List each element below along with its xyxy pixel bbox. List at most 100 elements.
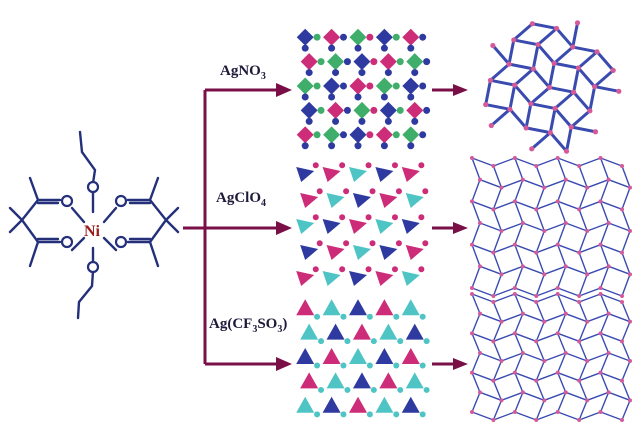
- network-node: [563, 221, 568, 225]
- network-edge: [572, 45, 598, 54]
- network-edge: [544, 352, 566, 362]
- network-edge: [599, 372, 610, 393]
- packing-node: [418, 214, 425, 221]
- network-edge: [621, 165, 631, 188]
- packing-node: [393, 411, 400, 418]
- network-edge: [471, 332, 494, 342]
- packing-block: [379, 245, 398, 260]
- packing-block: [379, 372, 398, 389]
- packing-block: [349, 167, 367, 182]
- network-node: [523, 125, 529, 131]
- network-edge: [565, 126, 573, 152]
- network-node: [563, 351, 568, 355]
- network-edge: [578, 341, 588, 362]
- packing-block: [322, 348, 341, 364]
- network-edge: [549, 85, 574, 94]
- network-edge: [535, 187, 545, 210]
- network-node: [628, 398, 632, 403]
- network-node: [563, 390, 568, 395]
- network-edge: [600, 332, 623, 342]
- packing-node: [418, 162, 425, 169]
- network-node: [585, 398, 590, 403]
- packing-node: [317, 58, 325, 66]
- packing-block: [349, 77, 367, 95]
- network-node: [490, 42, 496, 49]
- network-edge: [536, 244, 558, 254]
- network-edge: [493, 332, 516, 342]
- network-node: [534, 164, 539, 168]
- network-edge: [501, 179, 524, 189]
- network-edge: [578, 321, 588, 342]
- network-edge: [489, 62, 511, 82]
- network-edge: [535, 321, 545, 342]
- packing-node: [354, 44, 362, 52]
- packing-node: [369, 188, 376, 195]
- packing-block: [375, 126, 393, 144]
- packing-block: [375, 167, 394, 182]
- network-edge: [578, 252, 588, 275]
- packing-block: [326, 323, 345, 340]
- network-edge: [553, 61, 579, 70]
- packing-node: [343, 106, 351, 114]
- arrowhead-6: [453, 358, 468, 370]
- packing-node: [317, 106, 325, 114]
- network-edge: [557, 333, 567, 354]
- network-edge: [471, 157, 494, 167]
- packing-block: [402, 28, 420, 46]
- network-node: [491, 339, 496, 344]
- network-edge: [565, 179, 588, 189]
- network-edge: [524, 103, 533, 129]
- network-node: [470, 331, 474, 336]
- network-edge: [599, 157, 610, 180]
- network-node: [577, 294, 582, 298]
- packing-node: [318, 386, 325, 393]
- packing-node: [419, 411, 426, 418]
- network-edge: [514, 157, 524, 180]
- packing-node: [339, 131, 347, 139]
- network-node: [520, 351, 525, 355]
- network-edge: [514, 244, 537, 254]
- network-edge: [514, 313, 524, 334]
- network-node: [512, 242, 517, 247]
- network-node: [470, 292, 474, 296]
- network-edge: [600, 244, 623, 254]
- network-edge: [565, 391, 588, 401]
- packing-node: [314, 362, 321, 369]
- network-edge: [588, 86, 597, 112]
- packing-node: [370, 58, 378, 66]
- network-edge: [557, 244, 580, 254]
- network-edge: [553, 45, 574, 65]
- network-edge: [608, 352, 631, 362]
- network-node: [520, 390, 525, 395]
- network-edge: [565, 313, 588, 323]
- packing-node: [366, 362, 373, 369]
- packing-node: [328, 142, 336, 150]
- network-node: [594, 49, 600, 55]
- network-edge: [577, 67, 596, 88]
- packing-node: [366, 131, 374, 139]
- packing-node: [312, 266, 319, 273]
- network-node: [577, 378, 582, 383]
- network-edge: [594, 85, 620, 93]
- network-edge: [531, 44, 540, 70]
- network-node: [470, 199, 474, 204]
- packing-block: [353, 53, 371, 71]
- packing-node: [358, 117, 366, 125]
- network-edge: [507, 39, 516, 65]
- network-node: [520, 264, 525, 269]
- network-node: [592, 83, 598, 90]
- packing-block: [379, 193, 398, 208]
- packing-node: [328, 44, 336, 52]
- packing-block: [352, 372, 371, 389]
- network-edge: [578, 360, 588, 381]
- network-edge: [578, 372, 601, 382]
- packing-block: [296, 396, 315, 413]
- network-node: [491, 418, 496, 422]
- packing-node: [365, 266, 372, 273]
- network-node: [552, 105, 558, 112]
- network-edge: [501, 265, 524, 275]
- network-edge: [557, 411, 580, 421]
- network-node: [620, 294, 624, 298]
- network-node: [542, 319, 547, 324]
